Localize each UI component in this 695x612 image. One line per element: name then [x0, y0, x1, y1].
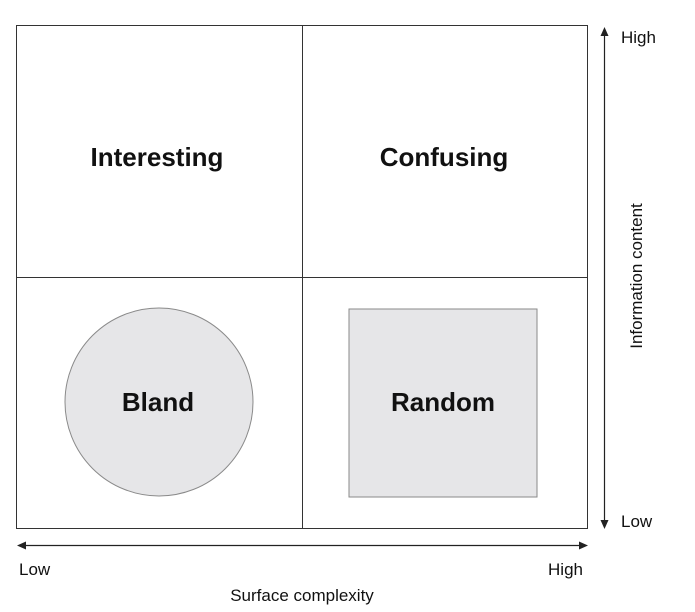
y-axis-arrowhead-up: [600, 27, 609, 36]
quadrant-label-top-right: Confusing: [380, 142, 509, 172]
y-axis-low-label: Low: [621, 512, 653, 531]
quadrant-label-top-left: Interesting: [91, 142, 224, 172]
x-axis-title: Surface complexity: [230, 586, 374, 605]
x-axis-low-label: Low: [19, 560, 51, 579]
y-axis-arrow: [600, 27, 609, 529]
x-axis-high-label: High: [548, 560, 583, 579]
quadrant-label-bottom-right: Random: [391, 387, 495, 417]
x-axis-arrowhead-left: [17, 541, 26, 550]
x-axis-arrowhead-right: [579, 541, 588, 550]
quadrant-label-bottom-left: Bland: [122, 387, 194, 417]
x-axis-arrow: [17, 541, 588, 550]
bland-circle: [64, 307, 254, 497]
y-axis-title: Information content: [627, 203, 646, 349]
y-axis-arrowhead-down: [600, 520, 609, 529]
random-square: [348, 308, 538, 498]
y-axis-high-label: High: [621, 28, 656, 47]
